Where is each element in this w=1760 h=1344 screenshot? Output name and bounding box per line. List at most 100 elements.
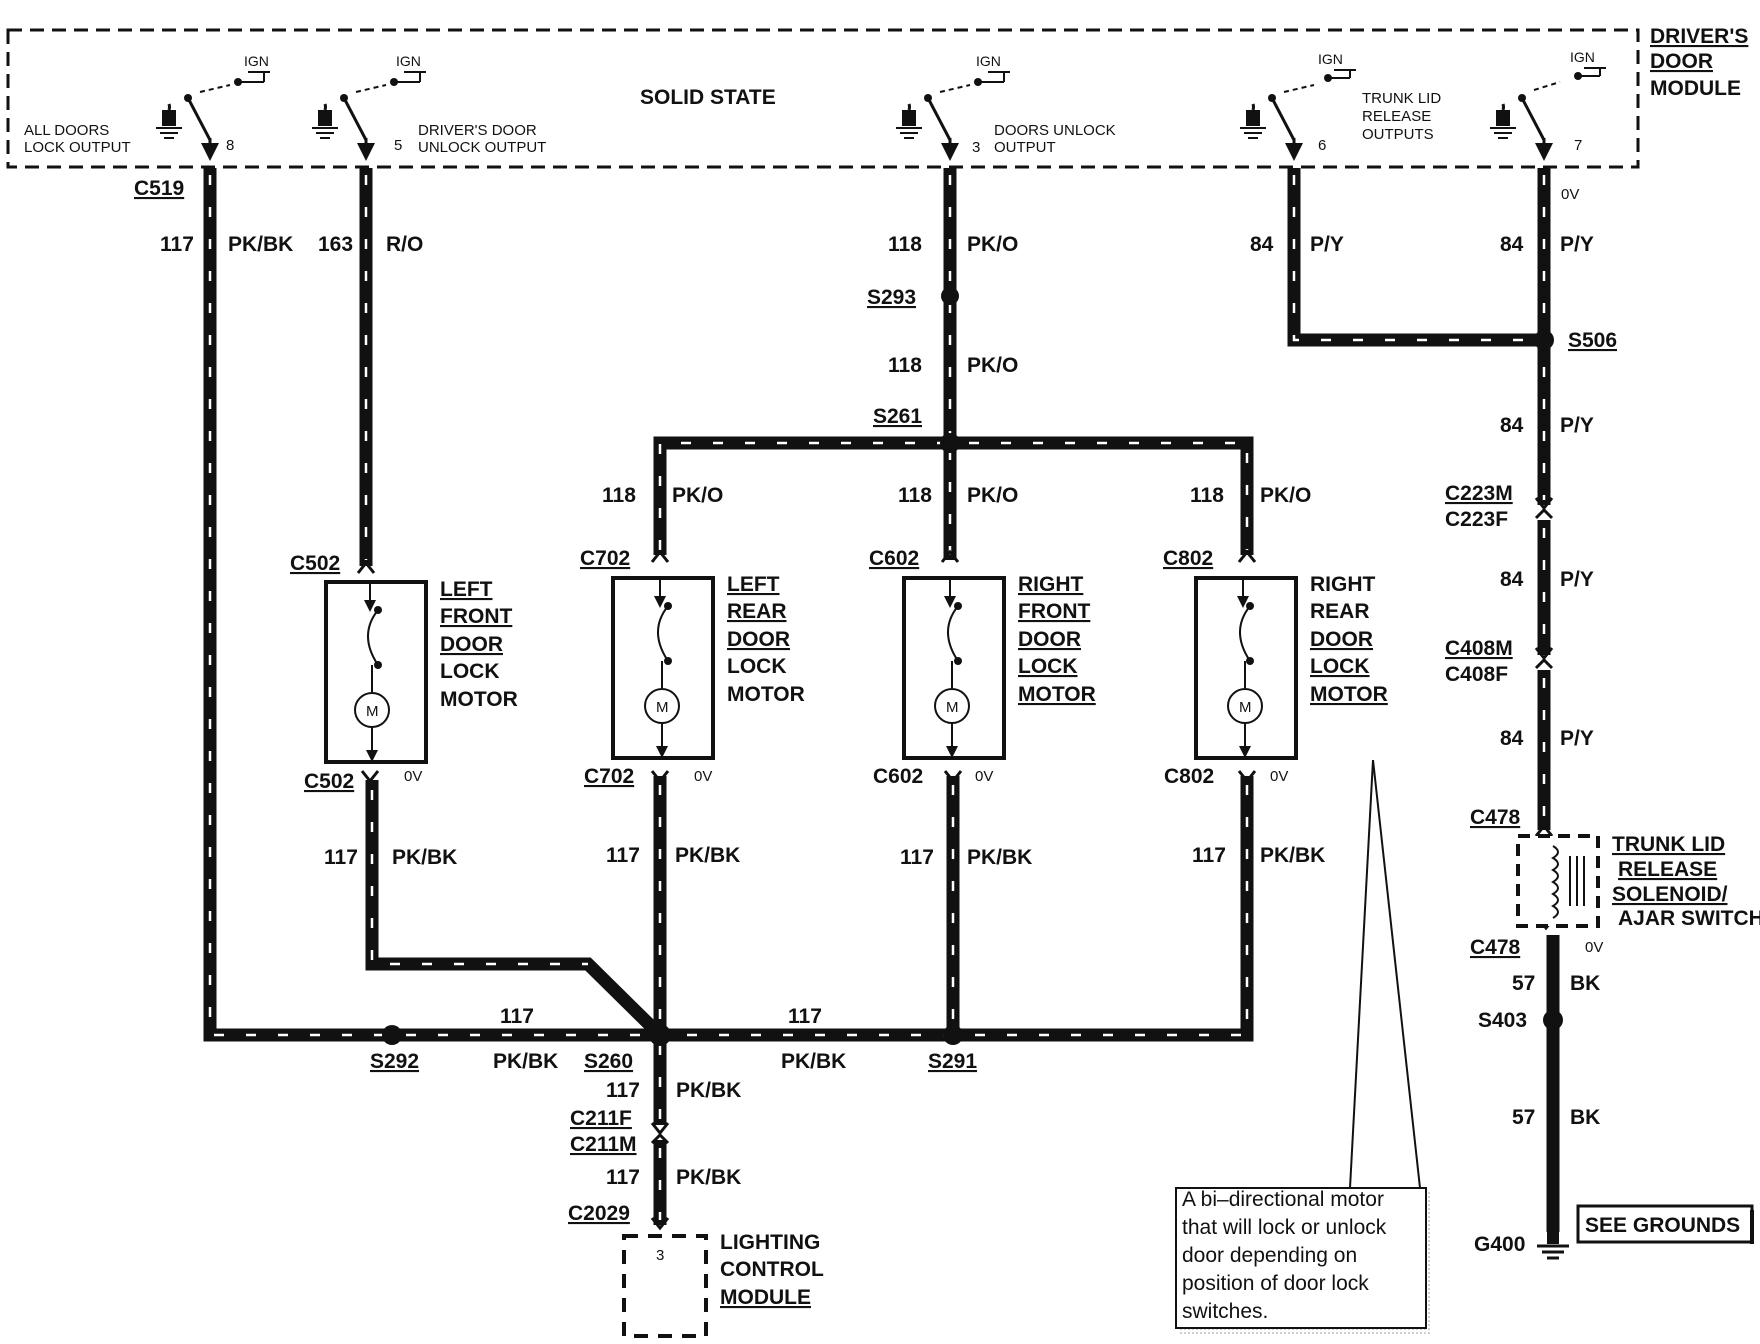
svg-text:REAR: REAR [1310, 600, 1370, 623]
svg-text:84: 84 [1250, 233, 1274, 256]
svg-text:117: 117 [1192, 844, 1226, 867]
motor-symbol: M [366, 703, 379, 720]
svg-text:117: 117 [788, 1005, 822, 1028]
svg-text:117: 117 [324, 846, 358, 869]
svg-text:P/Y: P/Y [1560, 414, 1594, 437]
splice-s261 [940, 433, 960, 453]
svg-text:3: 3 [656, 1247, 664, 1264]
svg-text:84: 84 [1500, 568, 1524, 591]
svg-text:84: 84 [1500, 233, 1524, 256]
svg-text:P/Y: P/Y [1560, 727, 1594, 750]
svg-text:117: 117 [606, 1079, 640, 1102]
svg-text:PK/BK: PK/BK [675, 844, 740, 867]
svg-text:PK/O: PK/O [672, 484, 723, 507]
svg-text:SOLENOID/: SOLENOID/ [1612, 883, 1728, 906]
svg-text:C408M: C408M [1445, 637, 1513, 660]
svg-text:C602: C602 [873, 765, 923, 788]
svg-text:0V: 0V [1270, 768, 1288, 785]
svg-text:M: M [1239, 699, 1252, 716]
switch-drivers-door-unlock: IGN 5 [312, 53, 426, 161]
svg-text:OUTPUT: OUTPUT [994, 139, 1056, 156]
splice-points [382, 287, 1563, 1046]
svg-text:7: 7 [1574, 137, 1582, 154]
svg-text:C702: C702 [580, 547, 630, 570]
svg-text:C502: C502 [290, 552, 340, 575]
svg-text:C502: C502 [304, 770, 354, 793]
left-rear-motor-label: LEFT REAR DOOR LOCK MOTOR [727, 573, 805, 706]
svg-text:PK/BK: PK/BK [676, 1166, 741, 1189]
svg-text:LEFT: LEFT [727, 573, 780, 596]
connector-labels: C519 C502 C502 C702 C702 C602 C602 C802 … [134, 177, 1521, 1225]
svg-text:0V: 0V [1561, 186, 1579, 203]
svg-text:IGN: IGN [1570, 49, 1595, 65]
svg-text:LOCK OUTPUT: LOCK OUTPUT [24, 139, 131, 156]
ground-g400: G400 [1474, 1232, 1569, 1260]
svg-text:C211F: C211F [570, 1107, 632, 1130]
module-name: DRIVER'S DOOR MODULE [1650, 25, 1748, 100]
svg-text:switches.: switches. [1182, 1300, 1268, 1323]
svg-text:IGN: IGN [396, 53, 421, 69]
svg-text:8: 8 [226, 137, 234, 154]
splice-labels: S293 S261 S506 S292 S260 S291 S403 [370, 286, 1617, 1073]
svg-text:S292: S292 [370, 1050, 419, 1073]
svg-text:117: 117 [900, 846, 934, 869]
svg-text:PK/BK: PK/BK [781, 1050, 846, 1073]
lighting-control-module: 3 LIGHTING CONTROL MODULE [622, 1231, 824, 1338]
trunk-lid-release-label: TRUNK LID [1362, 90, 1441, 107]
drivers-door-module-box [6, 28, 1640, 169]
svg-text:118: 118 [1190, 484, 1224, 507]
svg-text:C223F: C223F [1445, 508, 1508, 531]
svg-text:OUTPUTS: OUTPUTS [1362, 126, 1434, 143]
svg-text:P/Y: P/Y [1560, 233, 1594, 256]
svg-text:S506: S506 [1568, 329, 1617, 352]
splice-s260 [649, 1024, 671, 1046]
svg-text:RELEASE: RELEASE [1362, 108, 1431, 125]
svg-text:RELEASE: RELEASE [1618, 858, 1717, 881]
svg-text:DOOR: DOOR [727, 628, 790, 651]
svg-text:MOTOR: MOTOR [1018, 683, 1096, 706]
see-grounds-box[interactable]: SEE GROUNDS [1576, 1204, 1754, 1244]
svg-text:MODULE: MODULE [1650, 77, 1741, 100]
svg-text:0V: 0V [404, 768, 422, 785]
svg-text:RIGHT: RIGHT [1018, 573, 1084, 596]
svg-text:PK/BK: PK/BK [493, 1050, 558, 1073]
all-doors-lock-label: ALL DOORS [24, 122, 109, 139]
svg-text:TRUNK LID: TRUNK LID [1612, 833, 1725, 856]
trunk-solenoid-label: TRUNK LID RELEASE SOLENOID/ AJAR SWITCH [1612, 833, 1760, 930]
left-front-door-lock-motor: M [324, 580, 428, 764]
svg-text:DOOR: DOOR [1650, 50, 1713, 73]
left-front-motor-label: LEFT FRONT DOOR LOCK MOTOR [440, 578, 518, 711]
svg-text:118: 118 [602, 484, 636, 507]
svg-text:117: 117 [160, 233, 194, 256]
svg-text:118: 118 [898, 484, 932, 507]
svg-text:C519: C519 [134, 177, 184, 200]
svg-text:R/O: R/O [386, 233, 423, 256]
module-center-label: SOLID STATE [640, 86, 776, 109]
svg-text:0V: 0V [694, 768, 712, 785]
svg-text:LEFT: LEFT [440, 578, 493, 601]
svg-text:that will lock or unlock: that will lock or unlock [1182, 1216, 1387, 1239]
svg-text:M: M [946, 699, 959, 716]
svg-text:3: 3 [972, 139, 980, 156]
svg-text:LOCK: LOCK [727, 655, 787, 678]
svg-text:PK/O: PK/O [1260, 484, 1311, 507]
svg-text:LOCK: LOCK [1310, 655, 1370, 678]
svg-text:S403: S403 [1478, 1009, 1527, 1032]
svg-text:PK/BK: PK/BK [676, 1079, 741, 1102]
svg-text:DOOR: DOOR [1310, 628, 1373, 651]
svg-text:position of door lock: position of door lock [1182, 1272, 1369, 1295]
right-rear-door-lock-motor: M [1194, 576, 1298, 760]
switch-all-doors-lock: IGN 8 [156, 53, 270, 161]
svg-text:AJAR SWITCH: AJAR SWITCH [1618, 907, 1760, 930]
trunk-lid-release-solenoid [1516, 834, 1600, 928]
svg-text:PK/O: PK/O [967, 354, 1018, 377]
svg-text:57: 57 [1512, 972, 1535, 995]
svg-text:6: 6 [1318, 137, 1326, 154]
svg-text:C2029: C2029 [568, 1202, 630, 1225]
svg-text:BK: BK [1570, 972, 1600, 995]
drivers-door-unlock-label: DRIVER'S DOOR [418, 122, 537, 139]
svg-text:0V: 0V [1585, 939, 1603, 956]
svg-text:FRONT: FRONT [1018, 600, 1090, 623]
svg-text:PK/O: PK/O [967, 233, 1018, 256]
svg-text:PK/O: PK/O [967, 484, 1018, 507]
